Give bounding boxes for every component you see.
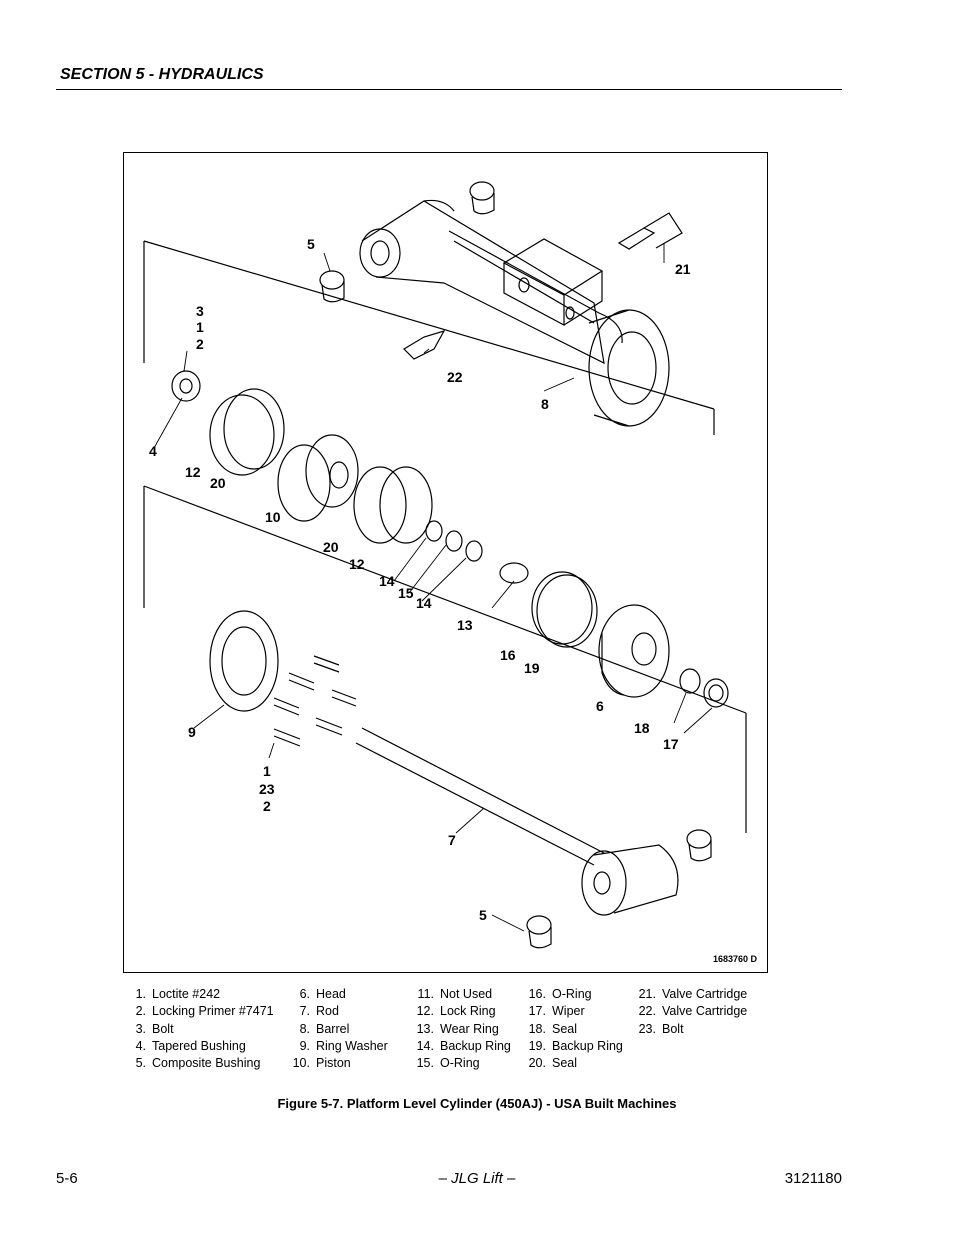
ring-washer-drawing (209, 610, 279, 712)
callout-1-top: 1 (196, 319, 204, 335)
legend-column-3: 11.Not Used 12.Lock Ring 13.Wear Ring 14… (412, 986, 511, 1072)
callout-20-upper: 20 (210, 475, 226, 491)
piston-drawing (209, 388, 483, 562)
barrel-drawing (359, 199, 670, 427)
drawing-number: 1683760 D (712, 954, 757, 964)
callout-9: 9 (188, 724, 196, 740)
legend-item: 6.Head (299, 987, 346, 1001)
legend-item: 19.Backup Ring (528, 1038, 623, 1053)
seal-drawing (679, 668, 729, 708)
legend-item: 9.Ring Washer (299, 1038, 388, 1053)
callout-3: 3 (196, 303, 204, 319)
header-rule (56, 89, 842, 90)
legend-item: 13.Wear Ring (416, 1021, 499, 1036)
cylinder-drawing (143, 181, 747, 949)
callout-5-bottom: 5 (479, 907, 487, 923)
legend-column-5: 21.Valve Cartridge 22.Valve Cartridge 23… (634, 986, 748, 1038)
legend-item: 1.Loctite #242 (135, 987, 221, 1001)
legend-item: 10.Piston (292, 1056, 351, 1071)
bushing-drawing (319, 181, 712, 949)
figure-caption: Figure 5-7. Platform Level Cylinder (450… (277, 1096, 677, 1111)
callout-4: 4 (149, 443, 157, 459)
callout-7: 7 (448, 832, 456, 848)
legend-item: 7.Rod (299, 1004, 339, 1019)
callout-15: 15 (398, 585, 414, 601)
document-number: 3121180 (784, 1170, 842, 1187)
legend-item: 22.Valve Cartridge (638, 1004, 748, 1019)
head-drawing (598, 604, 670, 698)
callout-21: 21 (675, 261, 691, 277)
callout-8: 8 (541, 396, 549, 412)
legend-item: 16.O-Ring (528, 987, 592, 1001)
callout-6: 6 (596, 698, 604, 714)
wear-ring-drawing (499, 562, 598, 648)
explode-lines (143, 240, 747, 833)
legend-column-2: 6.Head 7.Rod 8.Barrel 9.Ring Washer 10.P… (288, 986, 388, 1072)
valve-block-drawing (502, 238, 604, 326)
callout-12-upper: 12 (185, 464, 201, 480)
legend-item: 4.Tapered Bushing (135, 1038, 246, 1053)
callout-13: 13 (457, 617, 473, 633)
callout-20-lower: 20 (323, 539, 339, 555)
bolts-drawing (273, 655, 357, 747)
callout-16: 16 (500, 647, 516, 663)
legend-item: 2.Locking Primer #7471 (135, 1004, 274, 1019)
callout-12-lower: 12 (349, 556, 365, 572)
footer-brand: – JLG Lift – (438, 1170, 516, 1187)
legend-item: 20.Seal (528, 1056, 578, 1071)
legend-item: 23.Bolt (638, 1021, 684, 1036)
callout-10: 10 (265, 509, 281, 525)
cartridge-drawing (403, 212, 683, 360)
leader-lines (153, 243, 713, 932)
legend-item: 18.Seal (528, 1021, 578, 1036)
exploded-diagram: 5 21 3 1 2 22 8 4 12 20 10 20 12 14 15 1… (123, 152, 768, 973)
legend-item: 3.Bolt (135, 1021, 174, 1036)
callout-23: 23 (259, 781, 275, 797)
callout-22: 22 (447, 369, 463, 385)
callout-17: 17 (663, 736, 679, 752)
legend-item: 12.Lock Ring (416, 1004, 496, 1019)
section-title: SECTION 5 - HYDRAULICS (60, 66, 264, 83)
legend-column-4: 16.O-Ring 17.Wiper 18.Seal 19.Backup Rin… (524, 986, 623, 1072)
legend-item: 17.Wiper (528, 1004, 585, 1019)
legend-item: 8.Barrel (299, 1021, 350, 1036)
rod-drawing (355, 727, 679, 916)
callout-19: 19 (524, 660, 540, 676)
callout-14-right: 14 (416, 595, 432, 611)
callout-2-bottom: 2 (263, 798, 271, 814)
legend-item: 15.O-Ring (416, 1056, 480, 1071)
tapered-bushing-drawing (171, 370, 201, 402)
legend-column-1: 1.Loctite #242 2.Locking Primer #7471 3.… (124, 986, 274, 1072)
legend-item: 11.Not Used (417, 987, 493, 1001)
page-number: 5-6 (56, 1170, 78, 1187)
legend-item: 21.Valve Cartridge (638, 987, 748, 1001)
legend-item: 14.Backup Ring (416, 1038, 511, 1053)
callout-18: 18 (634, 720, 650, 736)
legend-item: 5.Composite Bushing (135, 1056, 261, 1071)
callout-5-top: 5 (307, 236, 315, 252)
callout-14-left: 14 (379, 573, 395, 589)
callout-1-bottom: 1 (263, 763, 271, 779)
callout-2-top: 2 (196, 336, 204, 352)
